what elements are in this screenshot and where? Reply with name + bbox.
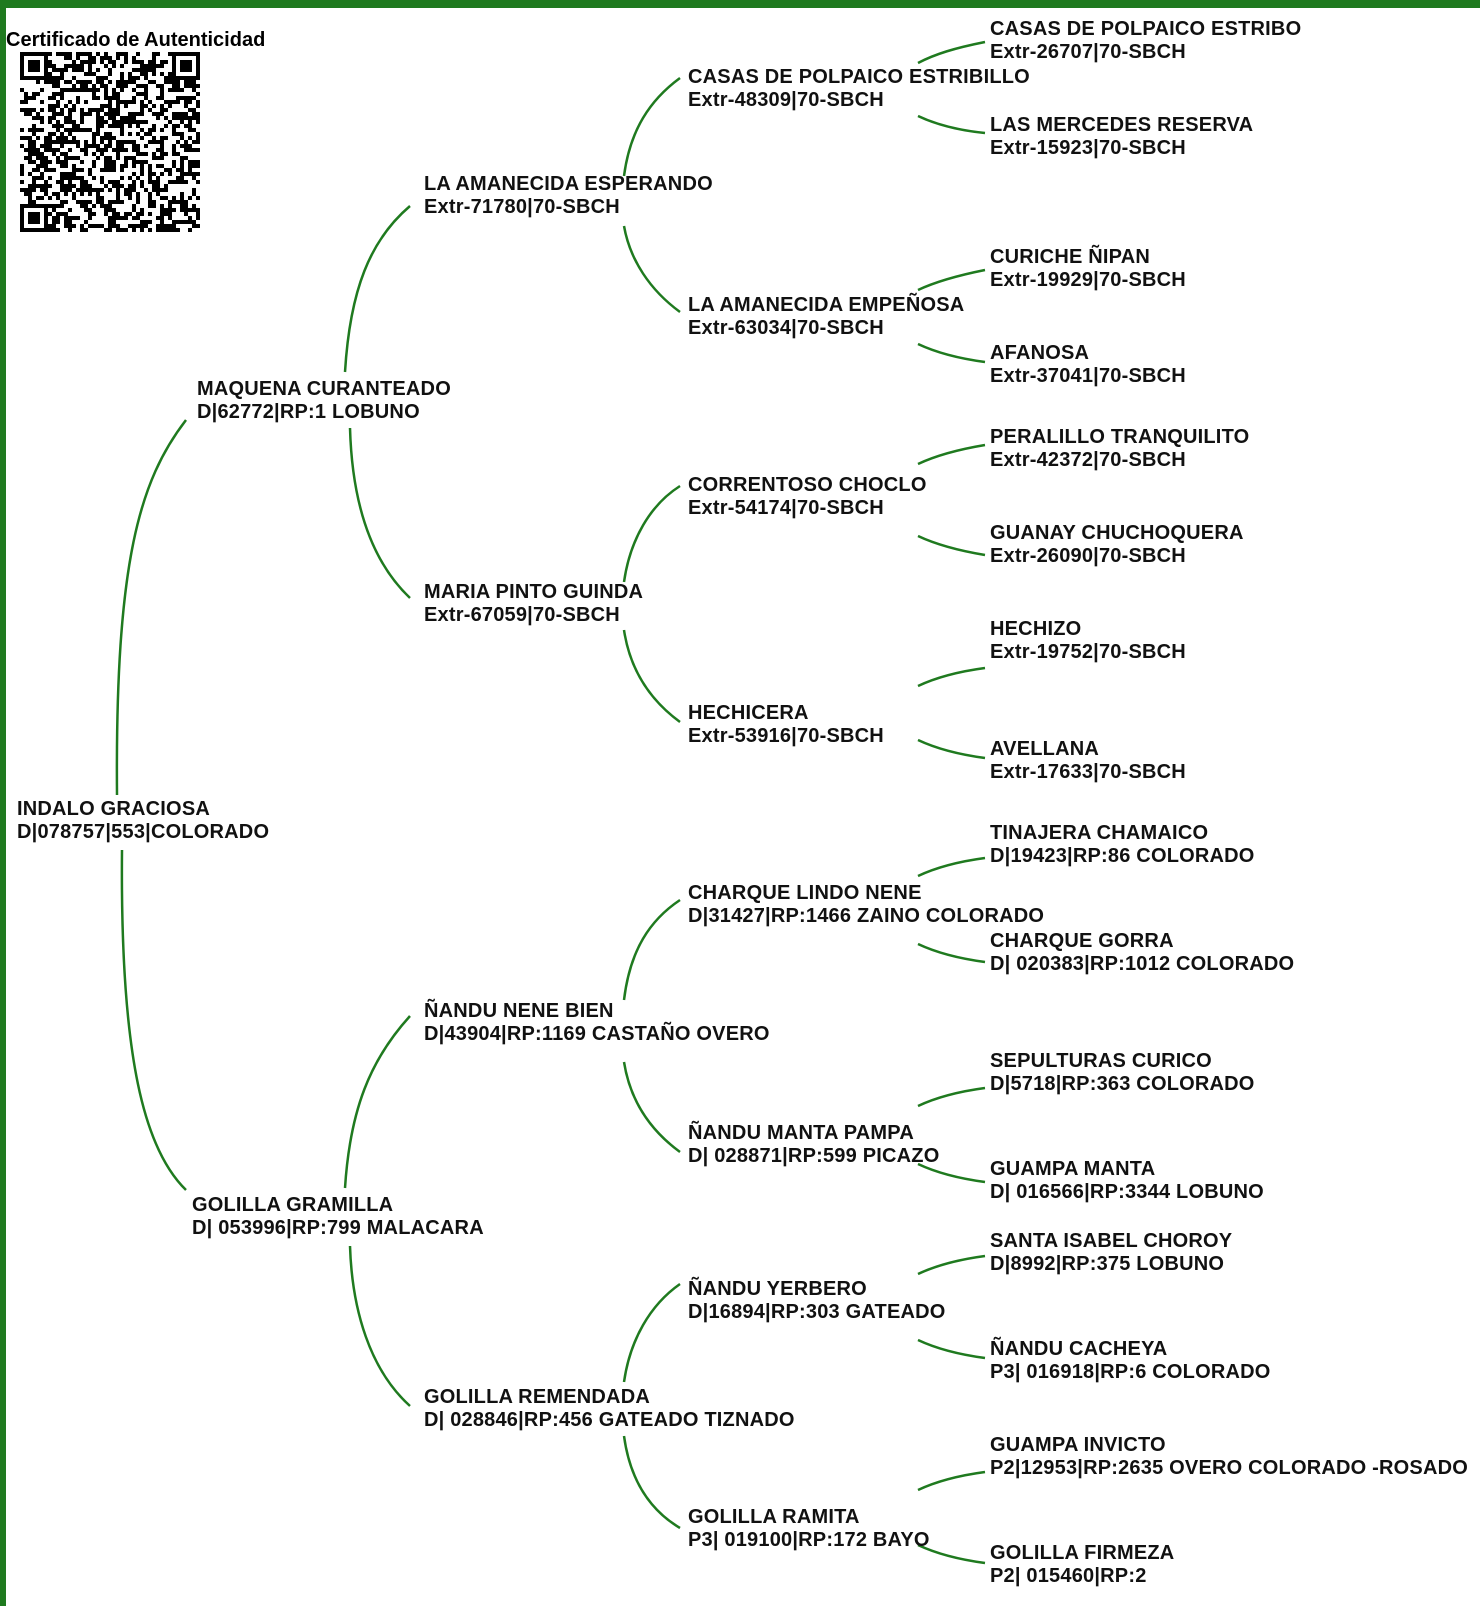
horse-gen4-5: PERALILLO TRANQUILITO Extr-42372|70-SBCH [990, 426, 1249, 472]
horse-registration: P2|12953|RP:2635 OVERO COLORADO -ROSADO [990, 1457, 1469, 1479]
horse-registration: D| 020383|RP:1012 COLORADO [990, 953, 1295, 975]
certificate-title: Certificado de Autenticidad [6, 29, 266, 51]
horse-dam: GOLILLA GRAMILLA D| 053996|RP:799 MALACA… [192, 1194, 484, 1240]
horse-registration: Extr-67059|70-SBCH [424, 604, 620, 626]
horse-name: PERALILLO TRANQUILITO [990, 426, 1250, 448]
horse-name: TINAJERA CHAMAICO [990, 822, 1209, 844]
horse-gen4-1: CASAS DE POLPAICO ESTRIBO Extr-26707|70-… [990, 18, 1301, 64]
horse-registration: D|16894|RP:303 GATEADO [688, 1301, 946, 1323]
horse-registration: P3| 019100|RP:172 BAYO [688, 1529, 930, 1551]
horse-registration: Extr-17633|70-SBCH [990, 761, 1186, 783]
horse-sire-dam: MARIA PINTO GUINDA Extr-67059|70-SBCH [424, 581, 643, 627]
horse-registration: D| 028846|RP:456 GATEADO TIZNADO [424, 1409, 795, 1431]
horse-name: CURICHE ÑIPAN [990, 246, 1151, 268]
horse-name: GUAMPA INVICTO [990, 1434, 1166, 1456]
horse-name: CORRENTOSO CHOCLO [688, 474, 927, 496]
horse-registration: P3| 016918|RP:6 COLORADO [990, 1361, 1271, 1383]
horse-gen4-9: TINAJERA CHAMAICO D|19423|RP:86 COLORADO [990, 822, 1255, 868]
horse-gen3-7: ÑANDU YERBERO D|16894|RP:303 GATEADO [688, 1278, 946, 1324]
horse-registration: D|31427|RP:1466 ZAINO COLORADO [688, 905, 1045, 927]
horse-gen4-16: GOLILLA FIRMEZA P2| 015460|RP:2 [990, 1542, 1174, 1588]
horse-gen4-11: SEPULTURAS CURICO D|5718|RP:363 COLORADO [990, 1050, 1255, 1096]
horse-gen4-6: GUANAY CHUCHOQUERA Extr-26090|70-SBCH [990, 522, 1244, 568]
horse-sire: MAQUENA CURANTEADO D|62772|RP:1 LOBUNO [197, 378, 451, 424]
horse-registration: Extr-26707|70-SBCH [990, 41, 1186, 63]
horse-name: INDALO GRACIOSA [17, 798, 210, 820]
horse-name: GOLILLA REMENDADA [424, 1386, 650, 1408]
horse-name: LA AMANECIDA ESPERANDO [424, 173, 713, 195]
horse-gen4-10: CHARQUE GORRA D| 020383|RP:1012 COLORADO [990, 930, 1294, 976]
horse-registration: D|62772|RP:1 LOBUNO [197, 401, 420, 423]
horse-name: CHARQUE LINDO NENE [688, 882, 922, 904]
horse-registration: Extr-63034|70-SBCH [688, 317, 884, 339]
horse-registration: Extr-71780|70-SBCH [424, 196, 620, 218]
horse-gen4-14: ÑANDU CACHEYA P3| 016918|RP:6 COLORADO [990, 1338, 1271, 1384]
qr-code-icon [20, 52, 200, 232]
horse-name: CHARQUE GORRA [990, 930, 1174, 952]
horse-name: HECHIZO [990, 618, 1082, 640]
horse-gen4-8: AVELLANA Extr-17633|70-SBCH [990, 738, 1186, 784]
horse-name: GUAMPA MANTA [990, 1158, 1156, 1180]
horse-registration: Extr-15923|70-SBCH [990, 137, 1186, 159]
horse-registration: D|43904|RP:1169 CASTAÑO OVERO [424, 1023, 770, 1045]
horse-name: AFANOSA [990, 342, 1090, 364]
horse-registration: D|19423|RP:86 COLORADO [990, 845, 1255, 867]
horse-registration: D| 053996|RP:799 MALACARA [192, 1217, 484, 1239]
horse-registration: P2| 015460|RP:2 [990, 1565, 1147, 1587]
horse-name: GOLILLA RAMITA [688, 1506, 860, 1528]
horse-registration: Extr-53916|70-SBCH [688, 725, 884, 747]
horse-name: GOLILLA FIRMEZA [990, 1542, 1175, 1564]
horse-gen3-6: ÑANDU MANTA PAMPA D| 028871|RP:599 PICAZ… [688, 1122, 939, 1168]
horse-registration: D|8992|RP:375 LOBUNO [990, 1253, 1225, 1275]
horse-name: CASAS DE POLPAICO ESTRIBILLO [688, 66, 1030, 88]
horse-root: INDALO GRACIOSA D|078757|553|COLORADO [17, 798, 269, 844]
horse-registration: D|5718|RP:363 COLORADO [990, 1073, 1255, 1095]
horse-name: HECHICERA [688, 702, 809, 724]
horse-name: ÑANDU CACHEYA [990, 1338, 1168, 1360]
horse-gen4-7: HECHIZO Extr-19752|70-SBCH [990, 618, 1186, 664]
horse-registration: D| 028871|RP:599 PICAZO [688, 1145, 940, 1167]
horse-gen3-3: CORRENTOSO CHOCLO Extr-54174|70-SBCH [688, 474, 927, 520]
horse-registration: Extr-19929|70-SBCH [990, 269, 1186, 291]
horse-dam-sire: ÑANDU NENE BIEN D|43904|RP:1169 CASTAÑO … [424, 1000, 770, 1046]
horse-registration: Extr-26090|70-SBCH [990, 545, 1186, 567]
horse-gen4-12: GUAMPA MANTA D| 016566|RP:3344 LOBUNO [990, 1158, 1264, 1204]
horse-name: SANTA ISABEL CHOROY [990, 1230, 1233, 1252]
horse-name: MARIA PINTO GUINDA [424, 581, 644, 603]
horse-gen4-15: GUAMPA INVICTO P2|12953|RP:2635 OVERO CO… [990, 1434, 1468, 1480]
horse-name: AVELLANA [990, 738, 1100, 760]
horse-dam-dam: GOLILLA REMENDADA D| 028846|RP:456 GATEA… [424, 1386, 795, 1432]
horse-sire-sire: LA AMANECIDA ESPERANDO Extr-71780|70-SBC… [424, 173, 713, 219]
horse-name: ÑANDU NENE BIEN [424, 1000, 614, 1022]
horse-registration: Extr-48309|70-SBCH [688, 89, 884, 111]
horse-name: CASAS DE POLPAICO ESTRIBO [990, 18, 1302, 40]
horse-registration: Extr-37041|70-SBCH [990, 365, 1186, 387]
horse-gen3-5: CHARQUE LINDO NENE D|31427|RP:1466 ZAINO… [688, 882, 1044, 928]
horse-gen4-3: CURICHE ÑIPAN Extr-19929|70-SBCH [990, 246, 1186, 292]
horse-registration: D| 016566|RP:3344 LOBUNO [990, 1181, 1264, 1203]
horse-gen3-8: GOLILLA RAMITA P3| 019100|RP:172 BAYO [688, 1506, 930, 1552]
horse-name: LA AMANECIDA EMPEÑOSA [688, 294, 965, 316]
horse-name: LAS MERCEDES RESERVA [990, 114, 1254, 136]
horse-registration: Extr-19752|70-SBCH [990, 641, 1186, 663]
horse-gen4-2: LAS MERCEDES RESERVA Extr-15923|70-SBCH [990, 114, 1253, 160]
horse-name: ÑANDU YERBERO [688, 1278, 867, 1300]
horse-gen4-4: AFANOSA Extr-37041|70-SBCH [990, 342, 1186, 388]
horse-name: ÑANDU MANTA PAMPA [688, 1122, 914, 1144]
horse-registration: Extr-42372|70-SBCH [990, 449, 1186, 471]
horse-registration: Extr-54174|70-SBCH [688, 497, 884, 519]
horse-gen3-4: HECHICERA Extr-53916|70-SBCH [688, 702, 884, 748]
horse-name: GOLILLA GRAMILLA [192, 1194, 394, 1216]
horse-name: SEPULTURAS CURICO [990, 1050, 1212, 1072]
horse-registration: D|078757|553|COLORADO [17, 821, 270, 843]
horse-gen3-2: LA AMANECIDA EMPEÑOSA Extr-63034|70-SBCH [688, 294, 964, 340]
horse-gen3-1: CASAS DE POLPAICO ESTRIBILLO Extr-48309|… [688, 66, 1030, 112]
horse-gen4-13: SANTA ISABEL CHOROY D|8992|RP:375 LOBUNO [990, 1230, 1232, 1276]
horse-name: MAQUENA CURANTEADO [197, 378, 451, 400]
horse-name: GUANAY CHUCHOQUERA [990, 522, 1244, 544]
